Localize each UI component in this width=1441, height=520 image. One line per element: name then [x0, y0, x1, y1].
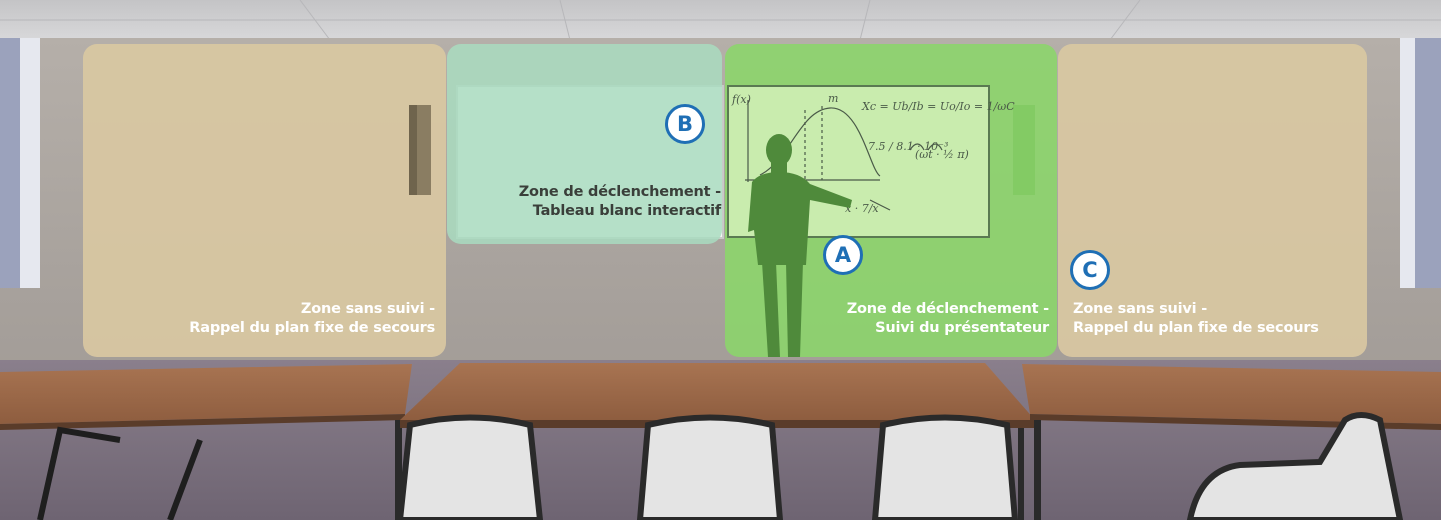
zone-no-tracking-left — [83, 44, 446, 357]
office-chair — [636, 414, 784, 520]
zone-label-presenter: Zone de déclenchement - Suivi du présent… — [735, 300, 1049, 338]
svg-text:7.5 / 8.1 · 10⁻³: 7.5 / 8.1 · 10⁻³ — [868, 140, 948, 153]
zone-c-badge: C — [1070, 250, 1110, 290]
presenter-silhouette — [748, 134, 852, 357]
zone-description: Suivi du présentateur — [875, 320, 1049, 336]
svg-text:f(x): f(x) — [731, 93, 751, 106]
zone-trigger-whiteboard — [447, 44, 722, 244]
zone-title: Zone sans suivi - — [300, 301, 435, 317]
zone-a-badge: A — [823, 235, 863, 275]
zone-title: Zone sans suivi - — [1073, 301, 1208, 317]
office-chair — [871, 414, 1019, 520]
zone-label-whiteboard: Zone de déclenchement - Tableau blanc in… — [455, 183, 721, 221]
zone-b-badge: B — [665, 104, 705, 144]
zone-description: Rappel du plan fixe de secours — [189, 320, 435, 336]
office-chair — [1186, 412, 1404, 520]
left-table — [0, 364, 412, 520]
svg-text:m: m — [828, 92, 838, 105]
zone-label-no-tracking-right: Zone sans suivi - Rappel du plan fixe de… — [1073, 300, 1363, 338]
office-chair — [396, 414, 544, 520]
svg-text:x · 7/x: x · 7/x — [845, 202, 879, 215]
zone-title: Zone de déclenchement - — [518, 184, 721, 200]
zone-description: Rappel du plan fixe de secours — [1073, 320, 1319, 336]
office-chair — [37, 426, 203, 520]
zone-label-no-tracking-left: Zone sans suivi - Rappel du plan fixe de… — [95, 300, 435, 338]
svg-text:(ωt · ½ π): (ωt · ½ π) — [915, 148, 969, 161]
zone-title: Zone de déclenchement - — [846, 301, 1049, 317]
svg-text:Xc = Ub/Ib = Uo/Io = 1/ωC: Xc = Ub/Ib = Uo/Io = 1/ωC — [861, 100, 1015, 113]
zone-description: Tableau blanc interactif — [532, 203, 721, 219]
board-math-formulas: f(x) m Xc = Ub/Ib = Uo/Io = 1/ωC 7.5 / 8… — [731, 92, 1015, 215]
ceiling-panels — [0, 0, 1441, 41]
zone-no-tracking-right — [1058, 44, 1367, 357]
